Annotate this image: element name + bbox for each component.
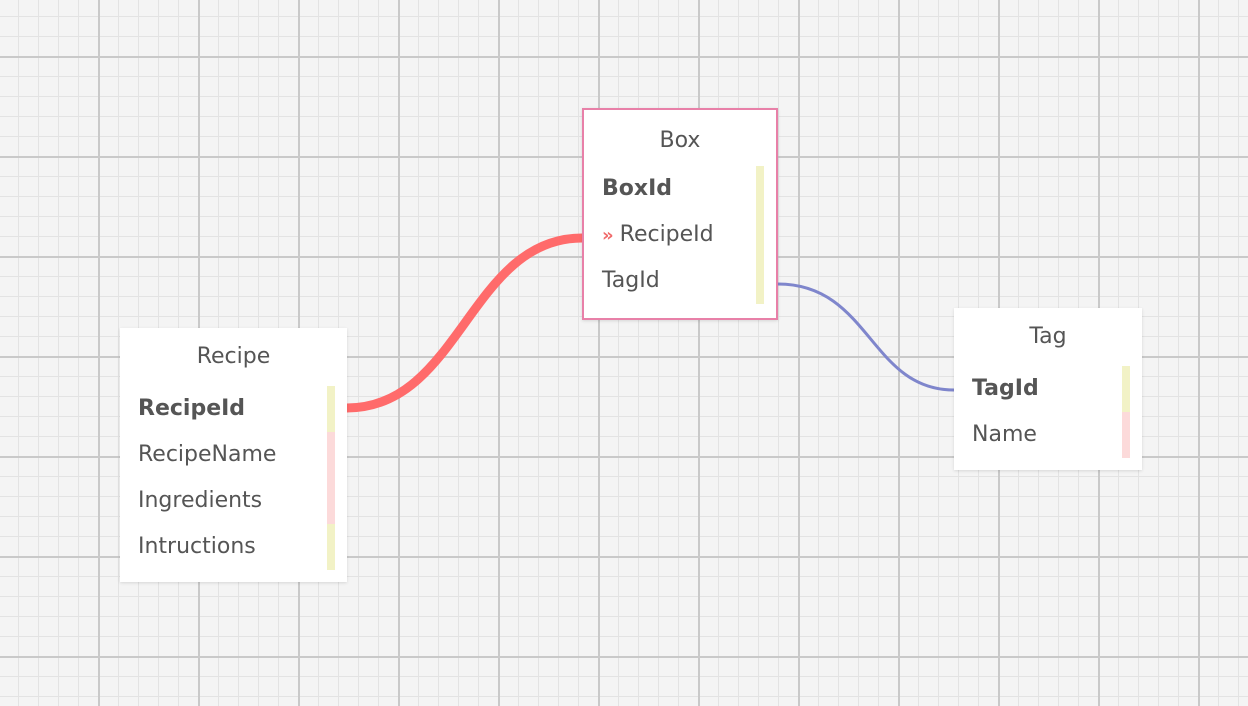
field-type-bar (327, 478, 335, 524)
field-name: RecipeId (619, 222, 714, 247)
field-type-bar (756, 212, 764, 258)
field-type-bar (327, 432, 335, 478)
field-name: TagId (972, 376, 1039, 401)
field-recipe-recipeid[interactable]: RecipeId (120, 386, 347, 432)
table-title: Recipe (196, 344, 271, 369)
field-name: RecipeId (138, 396, 246, 421)
field-box-boxid[interactable]: BoxId (584, 166, 776, 212)
field-box-recipeid[interactable]: »RecipeId (584, 212, 776, 258)
table-title: Tag (1029, 324, 1067, 349)
field-name: TagId (602, 268, 660, 293)
field-name: Ingredients (138, 488, 263, 513)
field-tag-name[interactable]: Name (954, 412, 1142, 458)
field-recipe-recipename[interactable]: RecipeName (120, 432, 347, 478)
field-name: Intructions (138, 534, 256, 559)
field-type-bar (756, 258, 764, 304)
link-box-tag[interactable] (776, 282, 956, 392)
field-box-tagid[interactable]: TagId (584, 258, 776, 304)
table-title: Box (659, 128, 701, 153)
field-type-bar (756, 166, 764, 212)
link-recipe-box[interactable] (342, 233, 587, 413)
table-box[interactable]: Box BoxId »RecipeId TagId (582, 108, 778, 320)
field-recipe-ingredients[interactable]: Ingredients (120, 478, 347, 524)
field-type-bar (327, 386, 335, 432)
field-type-bar (1122, 412, 1130, 458)
field-name: RecipeName (138, 442, 277, 467)
field-type-bar (327, 524, 335, 570)
double-chevron-right-icon: » (602, 225, 614, 246)
table-tag[interactable]: Tag TagId Name (954, 308, 1142, 470)
field-name: BoxId (602, 176, 673, 201)
field-recipe-intructions[interactable]: Intructions (120, 524, 347, 570)
table-recipe[interactable]: Recipe RecipeId RecipeName Ingredients I… (120, 328, 347, 582)
field-tag-tagid[interactable]: TagId (954, 366, 1142, 412)
field-type-bar (1122, 366, 1130, 412)
field-name: Name (972, 422, 1037, 447)
